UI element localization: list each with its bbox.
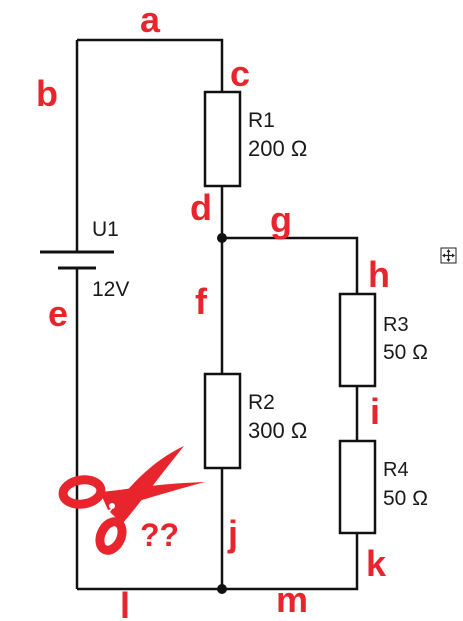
source-name: U1 xyxy=(92,218,119,241)
node-label-b: b xyxy=(36,73,58,114)
wire-branch-top xyxy=(222,236,359,294)
move-handle-arrow-up xyxy=(446,249,451,252)
node-label-l: l xyxy=(120,585,130,621)
resistor-r4 xyxy=(338,439,377,535)
r2-value: 300 Ω xyxy=(248,418,307,443)
move-handle-arrow-right xyxy=(452,253,455,258)
scissors-handle-upper xyxy=(58,475,106,509)
battery-u1 xyxy=(40,250,114,270)
r1-value: 200 Ω xyxy=(248,136,307,161)
resistor-r3 xyxy=(338,292,377,388)
node-label-d: d xyxy=(190,187,212,228)
move-handle-arrow-left xyxy=(442,253,445,258)
node-label-c: c xyxy=(230,53,250,94)
r1-name: R1 xyxy=(248,109,275,132)
r4-value: 50 Ω xyxy=(383,487,428,510)
r3-name: R3 xyxy=(383,314,409,336)
node-label-k: k xyxy=(366,543,387,584)
resistor-r2 xyxy=(203,372,242,470)
node-label-g: g xyxy=(270,199,292,240)
source-value: 12V xyxy=(92,278,129,301)
scissors-icon xyxy=(58,446,205,555)
node-label-a: a xyxy=(140,0,161,40)
wire-branch-bottom xyxy=(77,533,359,591)
resistor-r1 xyxy=(203,90,242,188)
node-label-f: f xyxy=(195,281,208,322)
move-handle-arrow-down xyxy=(446,259,451,262)
move-handle-icon[interactable] xyxy=(440,247,457,264)
junction-dot-upper xyxy=(217,233,227,243)
cut-question-text: ?? xyxy=(140,517,179,553)
wires xyxy=(75,38,359,591)
node-label-i: i xyxy=(370,391,380,432)
r4-name: R4 xyxy=(383,459,409,481)
node-label-e: e xyxy=(48,293,68,334)
r3-value: 50 Ω xyxy=(383,341,428,364)
scissors-blade-lower xyxy=(110,446,184,524)
junction-dot-lower xyxy=(217,584,227,594)
scissors-handle-lower xyxy=(95,517,127,555)
scissors-pivot xyxy=(109,503,115,509)
node-label-m: m xyxy=(276,579,308,620)
node-label-h: h xyxy=(368,254,390,295)
r2-name: R2 xyxy=(248,391,275,414)
wire-top xyxy=(77,38,224,92)
node-label-j: j xyxy=(227,513,238,554)
